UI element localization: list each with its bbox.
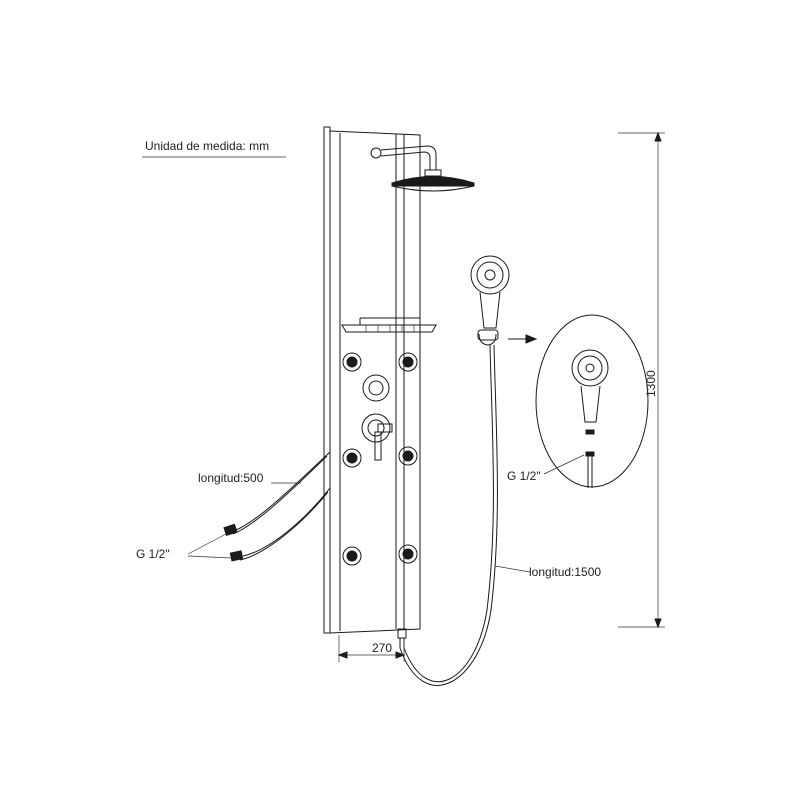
hand-shower-detail-icon	[571, 349, 609, 488]
inlet-thread-leader-top	[187, 533, 227, 555]
detail-thread-label: G 1/2"	[507, 469, 541, 483]
body-jet-icon	[398, 544, 418, 564]
shower-hose-length-label: longitud:1500	[529, 565, 601, 579]
shower-hose	[403, 344, 494, 683]
body-jet-icon	[398, 352, 418, 372]
diverter-knob-icon	[362, 374, 390, 402]
width-dimension-label: 270	[372, 641, 392, 655]
height-dimension	[618, 131, 665, 629]
inlet-thread-label: G 1/2"	[136, 547, 170, 561]
shower-panel-icon	[323, 126, 421, 648]
width-dimension	[337, 635, 406, 662]
body-jet-icon	[342, 448, 362, 468]
shelf-icon	[341, 317, 437, 333]
detail-view	[535, 314, 649, 488]
hand-shower-icon	[470, 255, 510, 346]
body-jet-icon	[398, 446, 418, 466]
mixer-lever-icon	[361, 413, 393, 461]
rain-shower-head-icon	[370, 145, 475, 192]
body-jets	[342, 352, 418, 566]
shower-hose-leader	[494, 565, 531, 573]
unit-label: Unidad de medida: mm	[145, 139, 269, 153]
body-jet-icon	[342, 546, 362, 566]
inlet-thread-leader-bottom	[187, 555, 232, 559]
detail-thread-leader	[543, 454, 585, 475]
hose-inlet-length-label: longitud:500	[198, 471, 264, 485]
body-jet-icon	[342, 352, 362, 372]
arrow-right-icon	[508, 334, 538, 344]
inlet-hoses	[223, 451, 331, 562]
height-dimension-label: 1300	[644, 370, 658, 397]
